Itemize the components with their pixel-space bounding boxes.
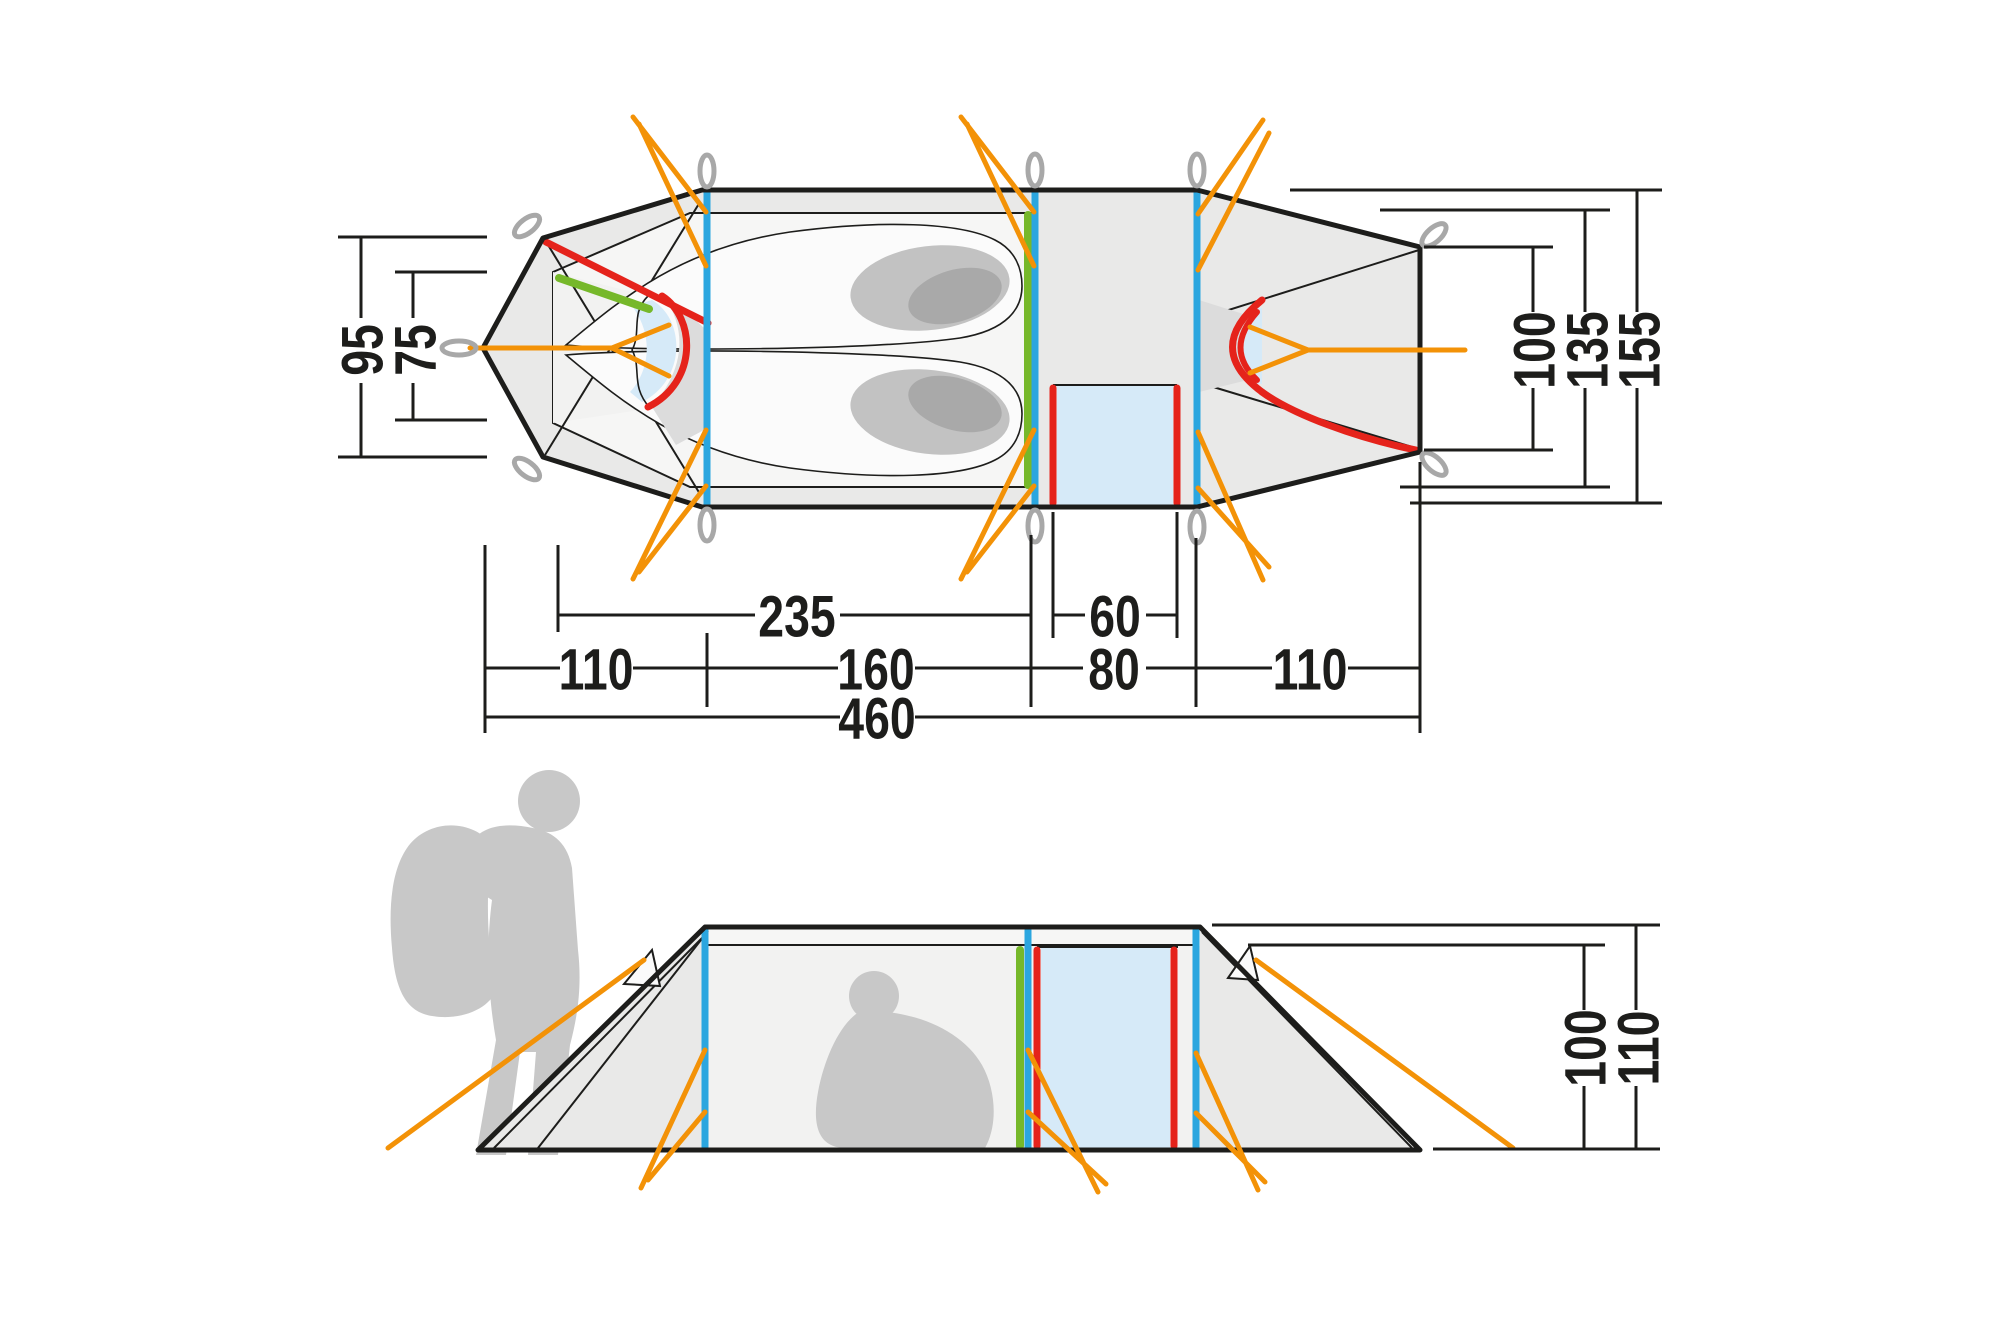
roof-band <box>705 929 1200 946</box>
pole2-top-guys <box>958 114 1037 269</box>
dim-110-side: 110 <box>1606 1011 1671 1086</box>
dim-100-side: 100 <box>1553 1009 1618 1086</box>
door-red-tail <box>1258 388 1420 454</box>
peg-loops <box>439 151 1449 546</box>
sitting-person-silhouette <box>815 971 994 1148</box>
right-vestibule-inner-edge <box>1199 249 1420 320</box>
side-view-dimensions: 100 110 <box>1212 923 1672 1151</box>
right-door-guy <box>1247 324 1468 376</box>
pole1-top-guys <box>630 114 709 269</box>
peg-loop-icon <box>697 506 717 544</box>
peg-loop-icon <box>439 338 479 358</box>
door-mat <box>1049 384 1181 507</box>
dim-155: 155 <box>1607 311 1672 388</box>
door-shadow <box>652 296 704 445</box>
dim-95: 95 <box>330 324 395 376</box>
peg-loop-icon <box>1419 221 1449 249</box>
side-pole1-guys <box>638 1047 708 1191</box>
right-long-guy <box>1253 957 1516 1151</box>
dim-110-right: 110 <box>1273 637 1348 702</box>
peg-loop-icon <box>511 212 543 240</box>
pole3-top-guys <box>1195 117 1272 273</box>
peg-loop-icon <box>697 152 717 190</box>
dim-110-left: 110 <box>559 637 634 702</box>
guy-lines-side-view <box>385 957 1516 1195</box>
dim-100: 100 <box>1502 311 1567 388</box>
dim-135: 135 <box>1555 311 1620 388</box>
left-long-guy <box>385 957 647 1151</box>
side-pole2-guys <box>1025 1047 1109 1195</box>
left-slope-seam <box>537 930 709 1149</box>
right-vent-flap <box>1226 943 1260 982</box>
pole1-bottom-guys <box>630 427 709 582</box>
left-door-guy <box>467 322 672 379</box>
side-door-panel <box>1033 946 1178 1150</box>
top-view-dimensions-left: 95 75 <box>330 235 487 459</box>
dim-80: 80 <box>1088 637 1140 702</box>
inner-door-scallop <box>631 295 651 409</box>
peg-loop-icon <box>511 455 543 483</box>
guy-lines-top-view <box>467 114 1468 583</box>
pole3-bottom-guys <box>1195 429 1272 583</box>
side-fly-outline <box>475 924 1423 1153</box>
peg-loop-icon <box>1419 450 1449 478</box>
inner-door-green-edge <box>555 274 653 313</box>
bag-shade-top-dark <box>908 267 1002 325</box>
peg-loop-icon <box>1025 507 1045 545</box>
peg-loop-icon <box>1187 151 1207 189</box>
dim-75: 75 <box>383 324 448 376</box>
side-pole3-guys <box>1193 1050 1268 1193</box>
side-view: 100 110 <box>385 770 1672 1195</box>
dim-160: 160 <box>837 637 914 702</box>
top-view-dimensions-right: 100 135 155 <box>1290 188 1673 505</box>
fly-door-red-edge <box>542 238 712 327</box>
dim-235: 235 <box>758 584 835 649</box>
dim-60: 60 <box>1089 584 1141 649</box>
top-view: 95 75 100 135 155 235 60 <box>330 114 1673 752</box>
inner-door-red-arc <box>644 292 691 411</box>
dim-460: 460 <box>838 686 915 751</box>
standing-person-silhouette <box>390 770 580 1155</box>
door-red-arc-outer <box>1229 296 1266 396</box>
left-slope-seam <box>493 933 707 1149</box>
pole2-bottom-guys <box>958 427 1037 582</box>
peg-loop-icon <box>1025 151 1045 189</box>
bag-shade-bottom-dark <box>908 375 1002 433</box>
backpack-silhouette <box>390 825 496 1018</box>
top-view-dimensions-bottom: 235 60 110 160 80 110 460 <box>483 462 1422 752</box>
